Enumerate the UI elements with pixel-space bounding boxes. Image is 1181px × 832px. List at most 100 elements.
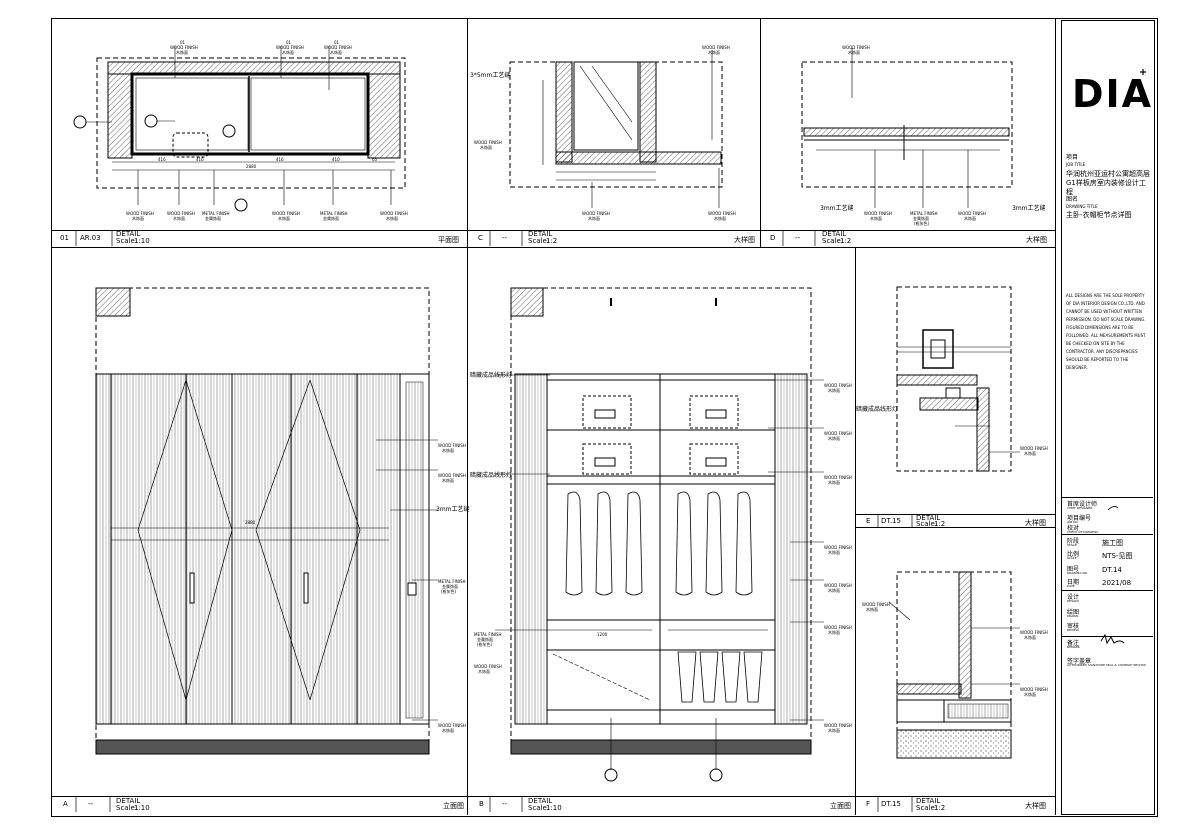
annotation-wood-cn: 木饰面 [588, 216, 600, 221]
annotation-wood-en: WOOD FINISH [170, 45, 198, 50]
view-f-ref: DT.15 [881, 800, 901, 808]
dimension-total: 2880 [245, 520, 256, 525]
annotation-wood-en: WOOD FINISH [474, 664, 502, 669]
annotation-metal-cn: 金属饰面 [913, 216, 929, 221]
dimension: 416 [158, 157, 166, 162]
annotation-wood-en: WOOD FINISH [1020, 687, 1048, 692]
view-01-title: DETAIL [116, 230, 141, 238]
annotation-color: (枪灰色) [477, 642, 493, 647]
annotation-wood-en: WOOD FINISH [842, 45, 870, 50]
view-01-scale: 1:10 [134, 237, 150, 245]
annotation-wood-cn: 木饰面 [828, 388, 840, 393]
view-a-number: A [63, 800, 68, 808]
annotation-wood-cn: 木饰面 [870, 216, 882, 221]
annotation-wood-en: WOOD FINISH [862, 602, 890, 607]
annotation-wood-cn: 木饰面 [442, 478, 454, 483]
title-block-row-value: 2021/08 [1102, 579, 1132, 587]
view-b-scale: 1:10 [546, 804, 562, 812]
view-a-scale-label: Scale: [116, 804, 138, 812]
title-block-row-value: DT.14 [1102, 566, 1122, 574]
title-block-row-label: 图号 [1067, 566, 1080, 573]
title-block-row-label: 阶段 [1067, 538, 1080, 545]
annotation-wood-cn: 木饰面 [278, 216, 290, 221]
drawing-title-label: 图名 DRAWING TITLE [1066, 196, 1098, 210]
grid-line [1055, 19, 1056, 815]
annotation-wood-cn: 木饰面 [828, 588, 840, 593]
annotation-wood-cn: 木饰面 [964, 216, 976, 221]
annotation-wood-cn: 木饰面 [132, 216, 144, 221]
copyright-notes: ALL DESIGNS ARE THE SOLE PROPERTY OF DIA… [1066, 293, 1146, 370]
view-01-ref: AR.03 [80, 234, 101, 242]
title-block-row-label: 比例 [1067, 551, 1080, 558]
title-block-row-label-en: DRAWING NO [1067, 571, 1088, 575]
detail-view-f [888, 571, 1020, 759]
annotation-wood-en: WOOD FINISH [1020, 630, 1048, 635]
view-c-ref: -- [502, 234, 508, 242]
annotation-wood-cn: 木饰面 [1024, 635, 1036, 640]
project-label-en: JOB TITLE [1066, 162, 1086, 167]
title-block-border [1061, 20, 1155, 815]
title-block-row-label: 校对 [1067, 525, 1080, 532]
annotation-wood-cn: 木饰面 [828, 436, 840, 441]
annotation-wood-cn: 木饰面 [828, 630, 840, 635]
dimension: 416 [276, 157, 284, 162]
view-a-title: DETAIL [116, 797, 141, 805]
project-name: 华润杭州亚运村公寓超高层G1样板房室内装修设计工程 [1066, 170, 1150, 196]
title-block-row-label-en: SCALE [1067, 556, 1077, 560]
annotation-wood-cn: 木饰面 [173, 216, 185, 221]
dimension: 1200 [597, 632, 608, 637]
grid-line [855, 247, 856, 815]
annotation-wood-en: WOOD FINISH [272, 211, 300, 216]
title-block-row-label-en: CHIEF DESIGNER [1067, 506, 1093, 510]
title-block-row-label-en: AUTHORIZED SIGNATURE SEAL & COMPANY PECH… [1067, 663, 1146, 667]
view-f-title: DETAIL [916, 797, 941, 805]
view-b-name: 立面图 [830, 802, 851, 810]
view-e-scale-label: Scale: [916, 520, 938, 528]
title-block-row-label: 绘图 [1067, 609, 1080, 616]
annotation-wood-en: WOOD FINISH [380, 211, 408, 216]
sheet-border [51, 18, 1158, 817]
annotation-led: 暗藏成品线形灯 [470, 372, 513, 379]
title-block-row-label-en: DRAWN [1067, 614, 1079, 618]
annotation-wood-cn: 木饰面 [480, 145, 492, 150]
detail-view-d [801, 48, 1013, 208]
view-d-scale: 1:2 [840, 237, 852, 245]
caption-line [856, 514, 1055, 515]
title-block-row-label-en: STAGE [1067, 543, 1077, 547]
view-d-scale-label: Scale: [822, 237, 844, 245]
annotation-wood-en: WOOD FINISH [276, 45, 304, 50]
annotation-metal-en: METAL FINISH [910, 211, 938, 216]
view-a-name: 立面图 [443, 802, 464, 810]
view-d-name: 大样图 [1026, 236, 1047, 244]
title-block-row-label-en: DESIGN [1067, 599, 1079, 603]
annotation-wood-en: WOOD FINISH [702, 45, 730, 50]
annotation-wood-en: WOOD FINISH [824, 625, 852, 630]
annotation-wood-en: WOOD FINISH [438, 443, 466, 448]
dimension: 65 [372, 157, 378, 162]
annotation-wood-cn: 木饰面 [708, 50, 720, 55]
view-d-title: DETAIL [822, 230, 847, 238]
title-block-row-label: 设计 [1067, 594, 1080, 601]
annotation-groove: 3mm工艺缝 [1012, 205, 1046, 212]
annotation-metal-cn: 金属饰面 [477, 637, 493, 642]
annotation-wood-en: WOOD FINISH [438, 473, 466, 478]
elevation-view-b [495, 287, 824, 782]
annotation-wood-en: WOOD FINISH [1020, 446, 1048, 451]
caption-line [52, 796, 1055, 797]
annotation-wood-cn: 木饰面 [828, 550, 840, 555]
view-a-scale: 1:10 [134, 804, 150, 812]
view-b-title: DETAIL [528, 797, 553, 805]
view-b-scale-label: Scale: [528, 804, 550, 812]
view-01-name: 平面图 [438, 236, 459, 244]
dimension-total: 2880 [246, 164, 257, 169]
annotation-metal-en: METAL FINISH [320, 211, 348, 216]
view-e-title: DETAIL [916, 514, 941, 522]
